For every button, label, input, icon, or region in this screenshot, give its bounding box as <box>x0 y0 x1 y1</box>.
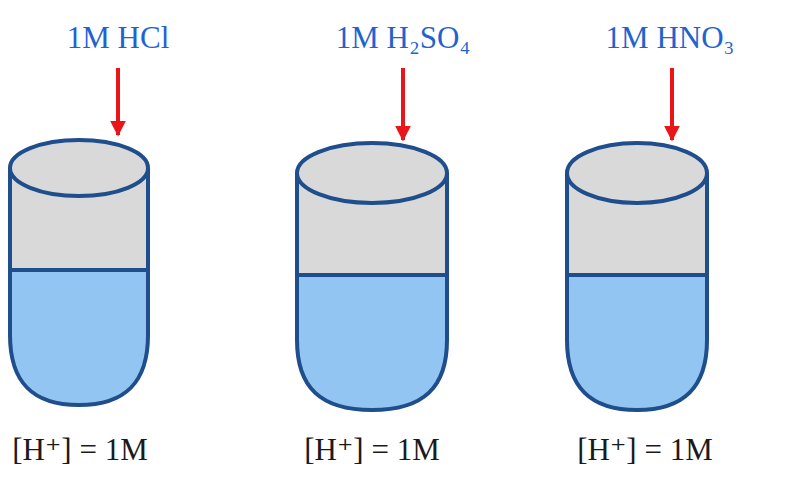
pour-arrow <box>116 68 120 135</box>
beaker <box>10 140 148 405</box>
pour-arrow <box>670 68 674 140</box>
beaker <box>567 143 707 410</box>
concentration-label: [H⁺] = 1M <box>12 433 147 467</box>
acid-label: 1M HNO₃ <box>606 21 735 55</box>
pour-arrow <box>401 68 405 140</box>
beaker <box>297 143 447 410</box>
acid-label: 1M HCl <box>67 21 170 55</box>
concentration-label: [H⁺] = 1M <box>577 433 712 467</box>
concentration-label: [H⁺] = 1M <box>304 433 439 467</box>
acid-label: 1M H₂SO₄ <box>336 21 470 55</box>
